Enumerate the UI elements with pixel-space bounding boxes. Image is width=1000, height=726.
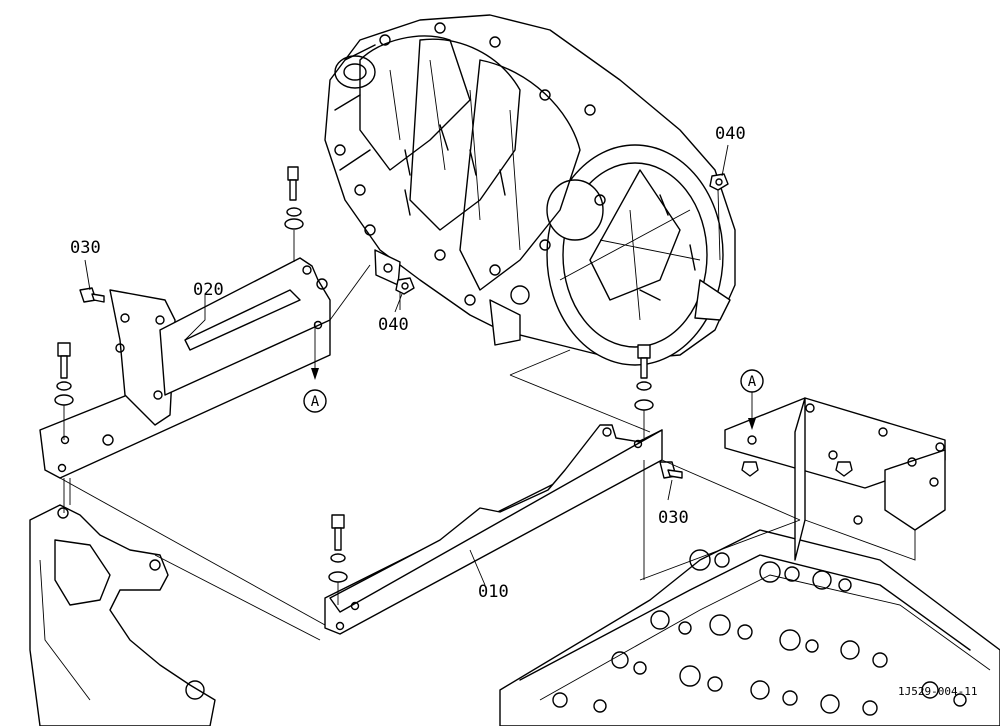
callout-030-right: 030	[658, 508, 689, 528]
dpf-canister	[324, 14, 736, 366]
bracket-010	[324, 424, 663, 635]
callout-040-top: 040	[715, 124, 746, 144]
bolt-left-stack	[54, 342, 74, 513]
callout-030-left: 030	[70, 238, 101, 258]
bolt-right-stack	[634, 344, 654, 580]
ref-label-a-left: A	[311, 394, 320, 410]
bolt-upper-left	[284, 166, 304, 262]
nut-040-mid	[395, 277, 415, 295]
assembly-guide-lines	[59, 189, 801, 641]
bolt-center-stack	[328, 514, 348, 605]
bolt-right-030	[659, 461, 683, 479]
engine-bracket-casting	[29, 504, 216, 726]
callout-040-mid: 040	[378, 315, 409, 335]
callout-010: 010	[478, 582, 509, 602]
nut-040-top	[709, 173, 729, 191]
leader-lines	[84, 144, 729, 586]
bolt-left-030	[79, 287, 105, 303]
callout-020: 020	[193, 280, 224, 300]
ref-label-a-right: A	[748, 374, 757, 390]
right-mounting-bracket	[724, 397, 946, 561]
bracket-020	[39, 257, 331, 479]
cylinder-head	[499, 529, 1000, 726]
ref-arrow-right	[740, 369, 764, 430]
ref-arrow-left	[303, 322, 327, 413]
drawing-code: 1J529-004-11	[898, 685, 977, 698]
